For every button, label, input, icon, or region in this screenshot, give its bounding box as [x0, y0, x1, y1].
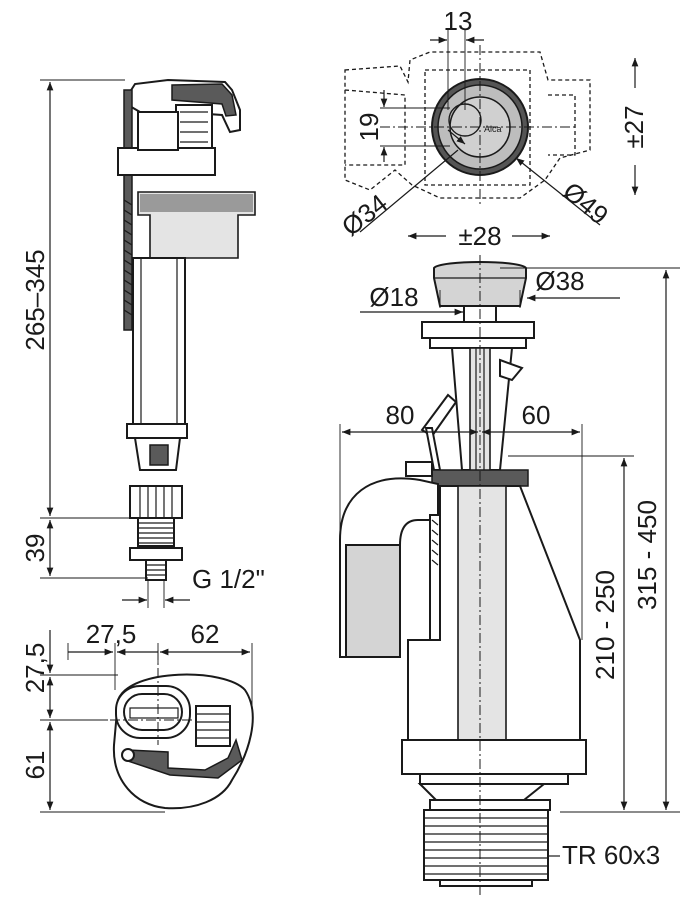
- flush-valve-side-view: [339, 255, 587, 895]
- inlet-height-label: 265–345: [20, 249, 50, 350]
- flush-top-diameter-large-label: Ø49: [557, 176, 614, 231]
- inlet-top-view-dimensions: 27,5 62 27,5 61: [20, 619, 253, 813]
- inlet-top-offset-x-label: 27,5: [86, 619, 137, 649]
- flush-total-height-label: 315 - 450: [632, 500, 662, 610]
- flush-top-diameter-small-label: Ø34: [336, 188, 393, 242]
- flush-top-button-width-label: 13: [444, 6, 473, 36]
- flush-button-diameter-label: Ø38: [535, 266, 584, 296]
- flush-top-vertical-adjust-label: ±27: [619, 105, 649, 148]
- inlet-top-offset-y-label: 27,5: [20, 643, 50, 694]
- flush-top-button-height-label: 19: [354, 113, 384, 142]
- flush-left-reach-label: 80: [386, 400, 415, 430]
- inlet-top-width-label: 62: [191, 619, 220, 649]
- inlet-thread-length-label: 39: [20, 534, 50, 563]
- flush-top-brand-mark: Alca: [484, 124, 502, 134]
- flush-overflow-height-label: 210 - 250: [590, 570, 620, 680]
- inlet-valve-side-view: [117, 78, 256, 581]
- inlet-thread-label: G 1/2": [192, 564, 265, 594]
- inlet-valve-dimensions: 265–345 39 G 1/2": [20, 79, 265, 608]
- inlet-valve-top-view: [110, 650, 254, 810]
- flush-valve-dimensions: Ø18 Ø38 80 60 210 - 250 315 - 450 TR 60x…: [339, 266, 680, 870]
- flush-outlet-thread-label: TR 60x3: [562, 840, 660, 870]
- flush-top-horizontal-adjust-label: ±28: [458, 221, 501, 251]
- flush-stem-diameter-label: Ø18: [369, 282, 418, 312]
- inlet-top-depth-label: 61: [20, 751, 50, 780]
- flush-right-reach-label: 60: [522, 400, 551, 430]
